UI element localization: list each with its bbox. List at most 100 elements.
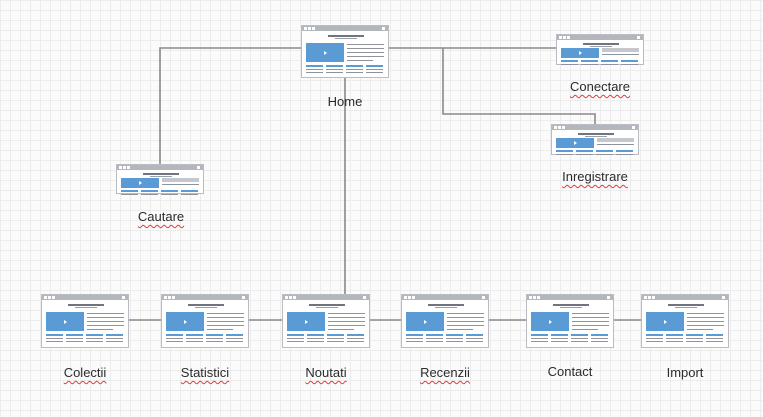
column-text-line [561,64,578,65]
play-icon [579,51,582,55]
column-text-line [347,338,364,339]
text-line [347,52,384,53]
window-dot-icon [404,296,407,299]
window-dot-icon [558,126,561,129]
column-text-line [581,64,598,65]
window-titlebar [162,295,248,300]
play-icon [184,320,187,324]
header-bar [309,304,345,306]
hero-image [646,312,684,331]
window-dot-icon [412,296,415,299]
column-text-line [576,154,593,155]
window-dot-icon [632,126,635,129]
window-dot-icon [722,296,725,299]
window-titlebar [42,295,128,300]
subheader-bar [435,307,457,308]
hero-image [531,312,569,331]
column-header [616,150,633,152]
column-text-line [646,341,663,342]
column-header [706,334,723,336]
column-header [446,334,463,336]
text-line [602,54,639,55]
column-header [307,334,324,336]
text-line [687,329,713,330]
hero-image [556,138,594,148]
window-dot-icon [554,126,557,129]
column-header [346,65,363,67]
column-header [347,334,364,336]
node-label: Conectare [570,79,630,94]
text-line [347,44,384,45]
window-titlebar [402,295,488,300]
column-text-line [686,341,703,342]
header-bar [328,35,364,37]
column-header [306,65,323,67]
content-block [602,48,639,52]
column-header [596,150,613,152]
play-icon [549,320,552,324]
window-dot-icon [652,296,655,299]
node-label: Home [327,94,363,109]
subheader-bar [560,307,582,308]
window-dot-icon [168,296,171,299]
column-text-line [426,338,443,339]
column-header [426,334,443,336]
subheader-bar [590,46,612,47]
column-header [86,334,103,336]
text-line [597,144,634,145]
play-icon [305,320,308,324]
column-header [106,334,123,336]
text-line [328,321,365,322]
window-titlebar [557,35,643,40]
subheader-bar [675,307,697,308]
window-dot-icon [533,296,536,299]
play-icon [664,320,667,324]
play-icon [324,51,327,55]
text-line [328,313,365,314]
window-titlebar [117,165,203,170]
window-dot-icon [164,296,167,299]
text-line [87,325,124,326]
page-thumbnail [551,124,639,155]
column-text-line [706,341,723,342]
column-header [121,190,138,192]
page-thumbnail [41,294,129,348]
column-text-line [106,338,123,339]
text-line [687,313,724,314]
window-dot-icon [482,296,485,299]
column-text-line [446,341,463,342]
text-line [687,321,724,322]
text-line [687,325,724,326]
column-header [531,334,548,336]
window-dot-icon [293,296,296,299]
subheader-bar [335,38,357,39]
window-dot-icon [308,27,311,30]
column-text-line [426,341,443,342]
page-thumbnail [161,294,249,348]
text-line [447,321,484,322]
page-thumbnail [401,294,489,348]
hero-image [166,312,204,331]
column-text-line [166,341,183,342]
node-label: Statistici [180,365,230,380]
window-dot-icon [567,36,570,39]
text-line [162,184,199,185]
column-text-line [327,338,344,339]
column-header [327,334,344,336]
column-text-line [531,338,548,339]
window-dot-icon [563,36,566,39]
column-text-line [446,338,463,339]
column-text-line [596,154,613,155]
window-dot-icon [382,27,385,30]
text-line [447,313,484,314]
hero-image [306,43,344,62]
window-titlebar [527,295,613,300]
header-bar [68,304,104,306]
column-text-line [621,64,638,65]
subheader-bar [195,307,217,308]
text-line [87,321,124,322]
play-icon [424,320,427,324]
text-line [87,317,124,318]
window-dot-icon [312,27,315,30]
